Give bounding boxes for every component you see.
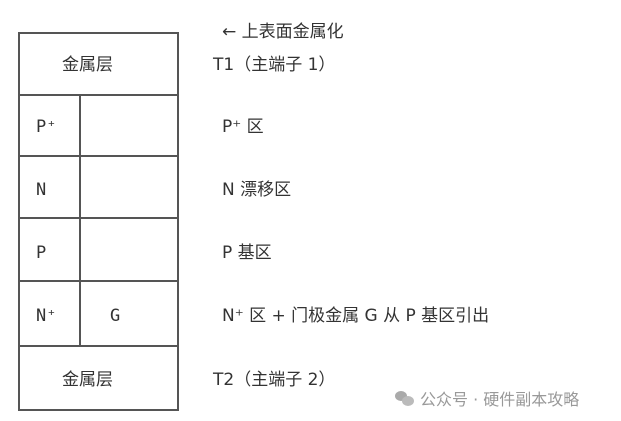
divider bbox=[18, 280, 179, 282]
inner-divider bbox=[79, 94, 81, 347]
divider bbox=[18, 217, 179, 219]
layer-label-bottom-metal: 金属层 bbox=[62, 370, 113, 390]
layer-desc-t2: T2（主端子 2） bbox=[213, 370, 336, 390]
layer-desc-n-plus-gate: N⁺ 区 + 门极金属 G 从 P 基区引出 bbox=[222, 306, 490, 326]
box-left bbox=[18, 32, 20, 411]
layer-label-gate: G bbox=[110, 306, 121, 326]
box-right bbox=[177, 32, 179, 411]
layer-label-n: N bbox=[36, 180, 47, 200]
wechat-icon bbox=[395, 390, 415, 406]
watermark-text: 公众号 · 硬件副本攻略 bbox=[420, 390, 580, 409]
layer-desc-p-plus: P⁺ 区 bbox=[222, 117, 264, 137]
watermark: 公众号 · 硬件副本攻略 bbox=[395, 386, 579, 410]
layer-label-p: P bbox=[36, 243, 47, 263]
divider bbox=[18, 94, 179, 96]
box-bottom bbox=[18, 409, 179, 411]
divider bbox=[18, 345, 179, 347]
layer-desc-t1: T1（主端子 1） bbox=[213, 55, 336, 75]
layer-label-n-plus: N⁺ bbox=[36, 306, 57, 326]
layer-label-p-plus: P⁺ bbox=[36, 117, 57, 137]
box-top bbox=[18, 32, 179, 34]
layer-desc-p-base: P 基区 bbox=[222, 243, 272, 263]
layer-label-top-metal: 金属层 bbox=[62, 55, 113, 75]
top-metallization-note: ← 上表面金属化 bbox=[222, 22, 344, 42]
layer-desc-n-drift: N 漂移区 bbox=[222, 180, 292, 200]
divider bbox=[18, 155, 179, 157]
